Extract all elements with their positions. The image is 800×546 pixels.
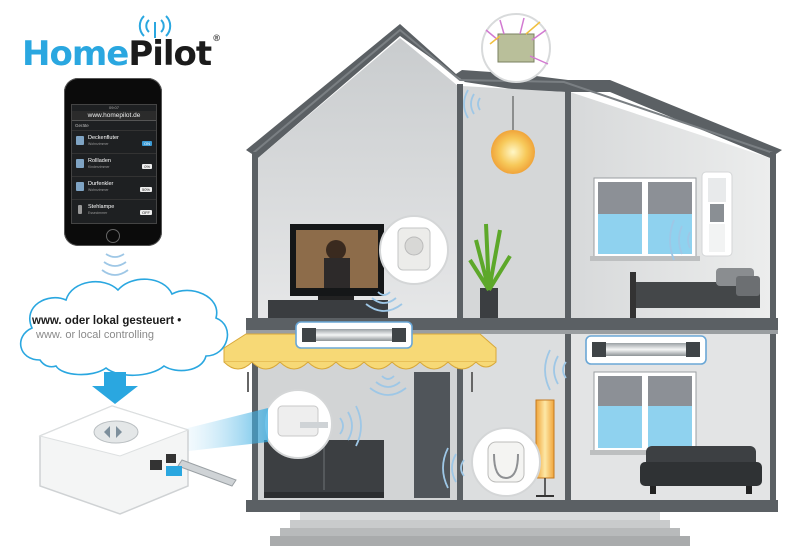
homepilot-logo: HomePilot® (22, 34, 221, 74)
tubular-motor-callout-left (295, 321, 413, 349)
plant (468, 223, 512, 318)
phone-url-bar[interactable]: www.homepilot.de (72, 111, 156, 121)
device-row[interactable]: Durfenkler Wohnzimmer 50% (72, 176, 156, 199)
floor-lamp-icon (78, 205, 82, 214)
television (268, 224, 388, 318)
cloud-text-de: www. oder lokal gesteuert • (32, 315, 182, 327)
logo-pilot-text: Pilot (128, 34, 212, 74)
device-toggle[interactable]: ON (142, 141, 152, 146)
tubular-motor-callout-right (585, 335, 707, 365)
device-room: Kinderzimmer (88, 165, 110, 169)
device-name: Stehlampe (88, 204, 115, 210)
phone-screen: 09:07 www.homepilot.de Geräte Deckenflut… (71, 104, 157, 224)
device-name: Rollladen (88, 158, 111, 164)
dimmer-icon (76, 182, 84, 191)
window-upper-right (590, 177, 700, 261)
cloud-shape (19, 278, 229, 377)
device-value[interactable]: 0% (142, 164, 152, 169)
device-name: Deckenfluter (88, 135, 119, 141)
phone-section-label: Geräte (75, 123, 89, 128)
receiver-callout (263, 389, 333, 459)
house-roof (246, 24, 782, 158)
phone-status-bar: 09:07 (108, 105, 119, 110)
device-row[interactable]: Stehlampe Essecimmer OFF (72, 199, 156, 222)
bed (630, 268, 760, 318)
device-value[interactable]: 50% (139, 187, 152, 192)
smart-plug-callout (379, 215, 449, 285)
arrow-down-icon (92, 372, 138, 404)
sideboard (264, 440, 384, 498)
wall-remote-callout (701, 171, 733, 257)
device-row[interactable]: Rollladen Kinderzimmer 0% (72, 153, 156, 176)
shutter-icon (76, 159, 84, 168)
phone-home-button[interactable] (106, 229, 120, 243)
roof-actuator-callout (481, 13, 551, 83)
wifi-signal-icon (138, 15, 172, 38)
window-lower-right (590, 371, 700, 455)
smartphone: 09:07 www.homepilot.de Geräte Deckenflut… (64, 78, 162, 246)
device-room: Wohnzimmer (88, 188, 109, 192)
stairs (270, 512, 690, 546)
ceiling-light-icon (76, 136, 84, 145)
sofa (640, 446, 762, 494)
device-toggle[interactable]: OFF (140, 210, 152, 215)
device-row[interactable]: Deckenfluter Wohnzimmer ON (72, 130, 156, 153)
phone-signal-waves (101, 253, 129, 276)
logo-registered-mark: ® (212, 34, 221, 44)
dimmer-insert-callout (471, 427, 541, 497)
upper-middle-room (462, 86, 566, 320)
device-name: Durfenkler (88, 181, 114, 187)
device-room: Wohnzimmer (88, 142, 109, 146)
logo-home-text: Home (22, 34, 129, 74)
homepilot-gateway (38, 405, 237, 515)
cloud-text-en: www. or local controlling (36, 329, 154, 341)
device-room: Essecimmer (88, 211, 108, 215)
signal-beam (180, 408, 268, 452)
ceiling-lamp (491, 130, 535, 174)
